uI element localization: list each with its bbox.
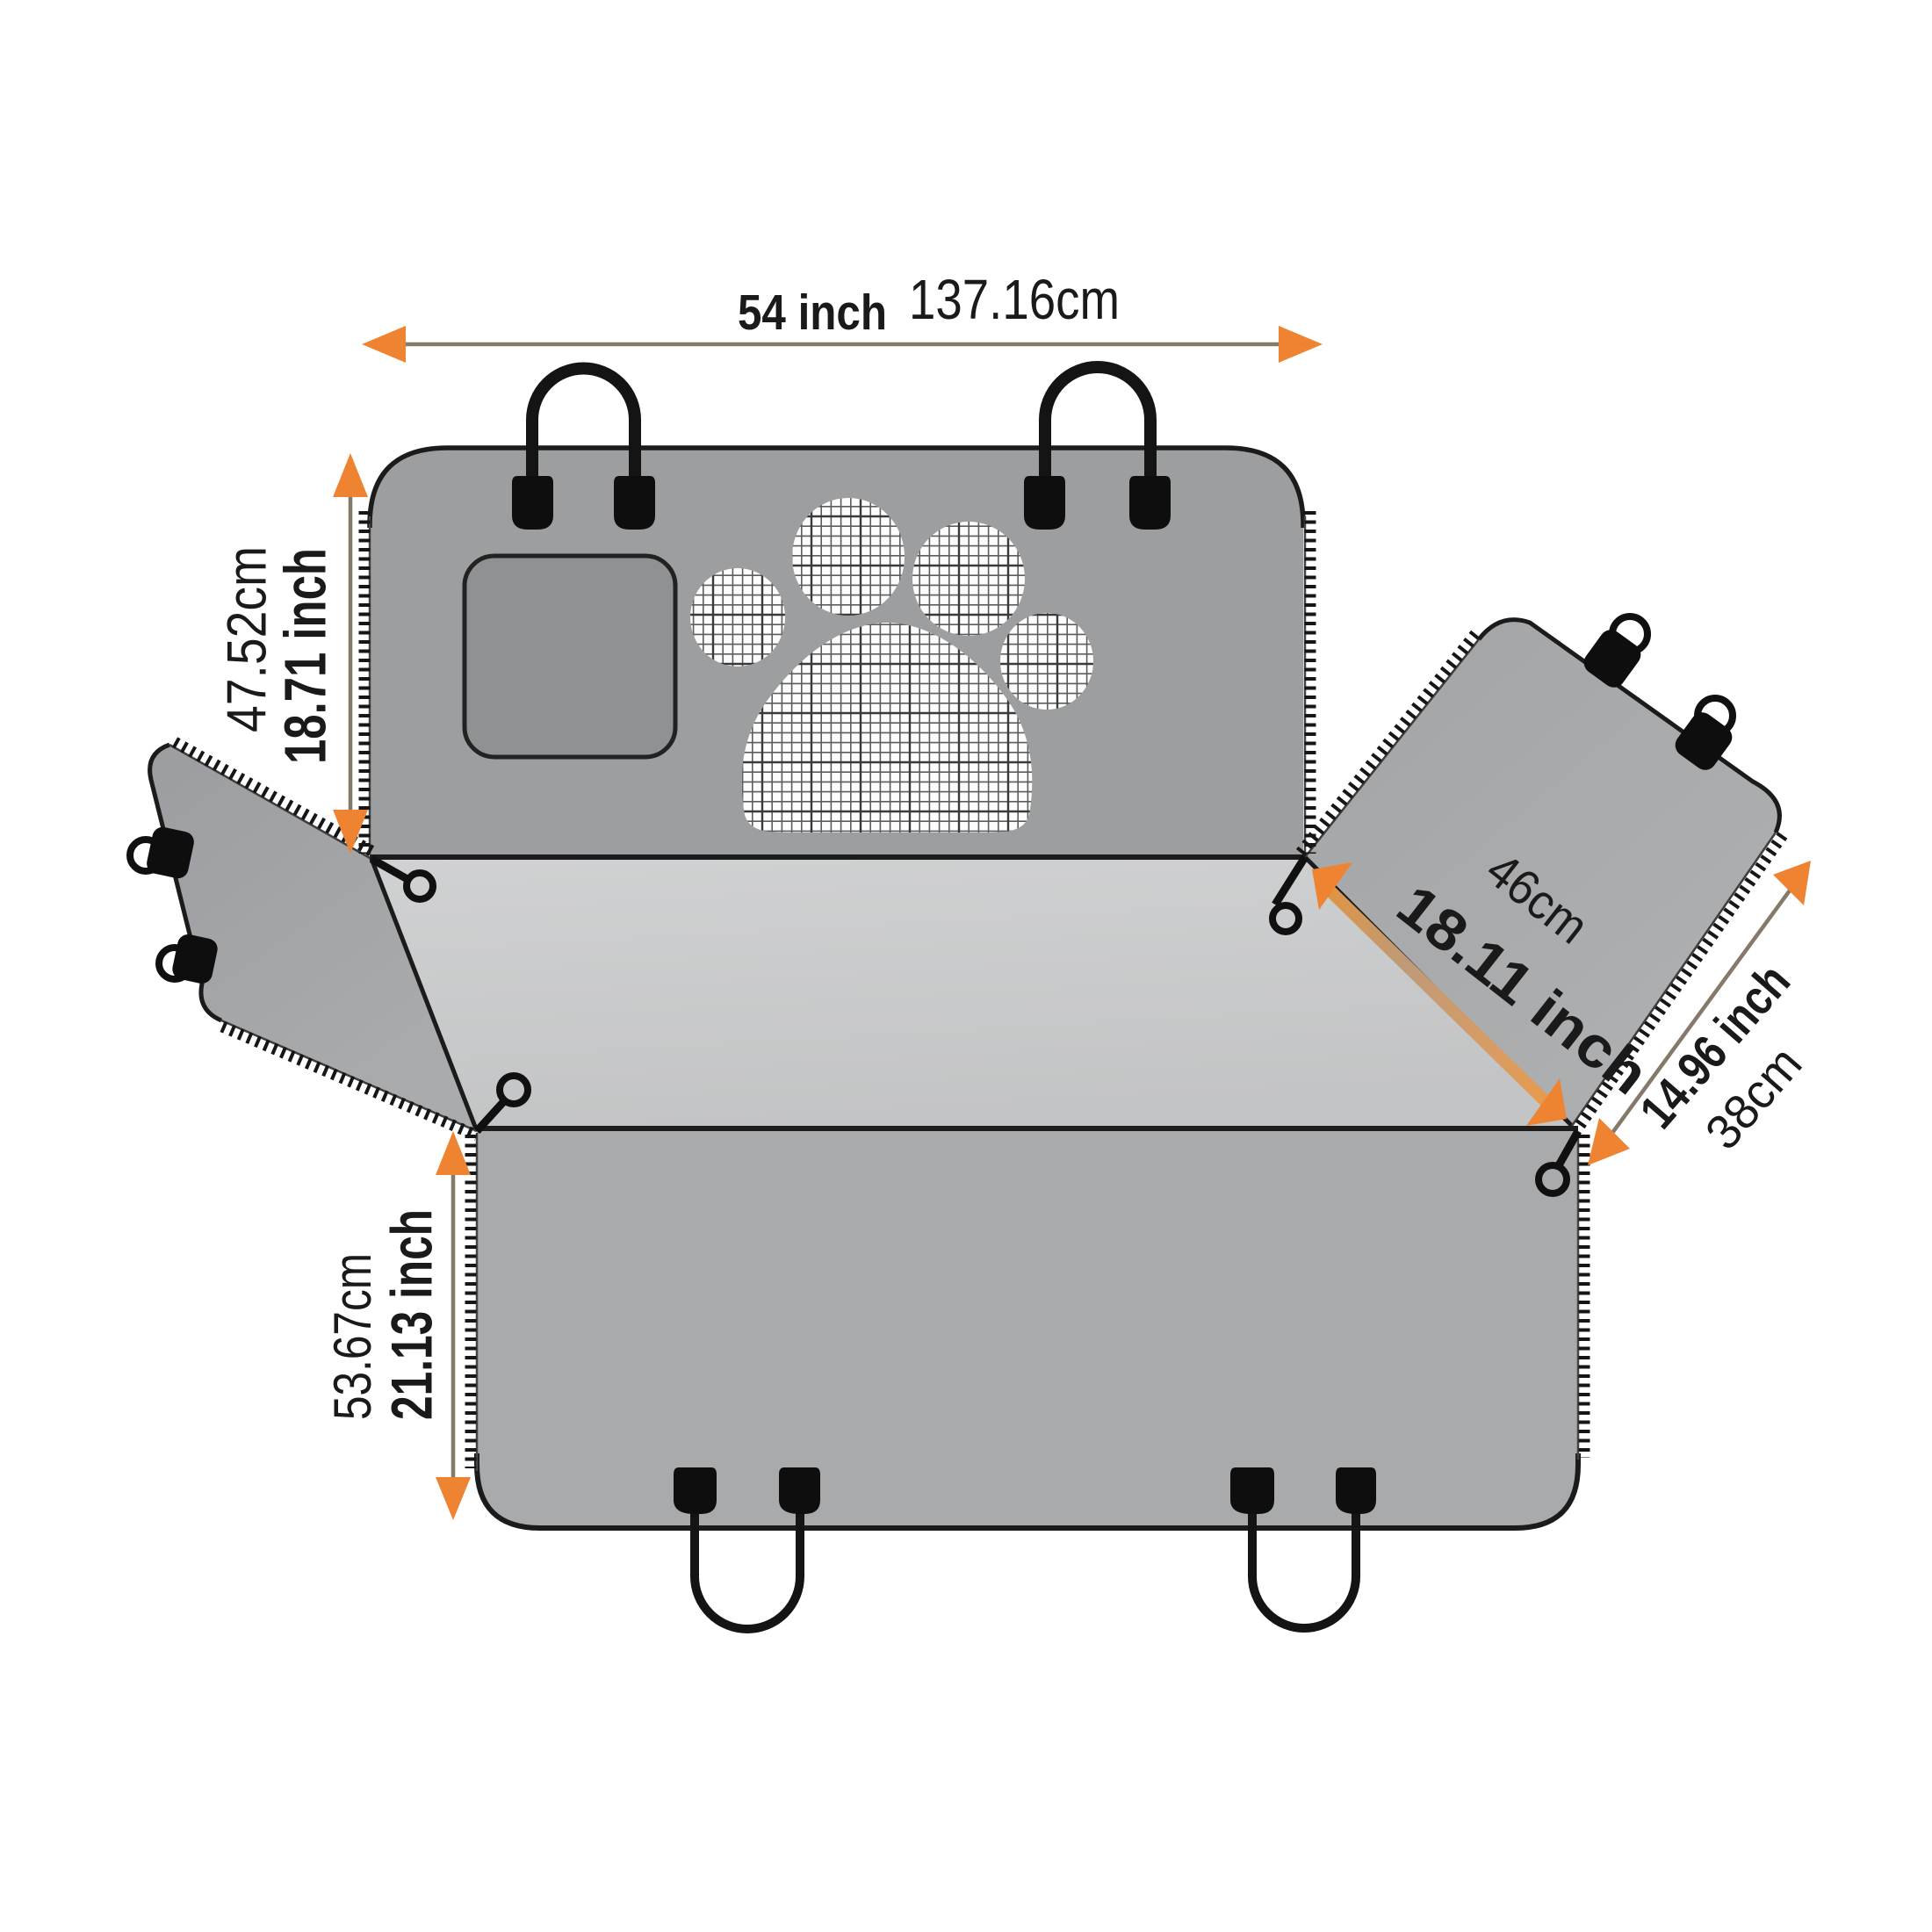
svg-text:18.71 inch: 18.71 inch — [273, 548, 339, 764]
svg-text:137.16cm: 137.16cm — [909, 268, 1120, 331]
svg-text:47.52cm: 47.52cm — [217, 546, 278, 732]
svg-text:21.13 inch: 21.13 inch — [378, 1209, 443, 1420]
svg-text:54 inch: 54 inch — [738, 285, 887, 341]
svg-text:53.67cm: 53.67cm — [323, 1253, 382, 1420]
